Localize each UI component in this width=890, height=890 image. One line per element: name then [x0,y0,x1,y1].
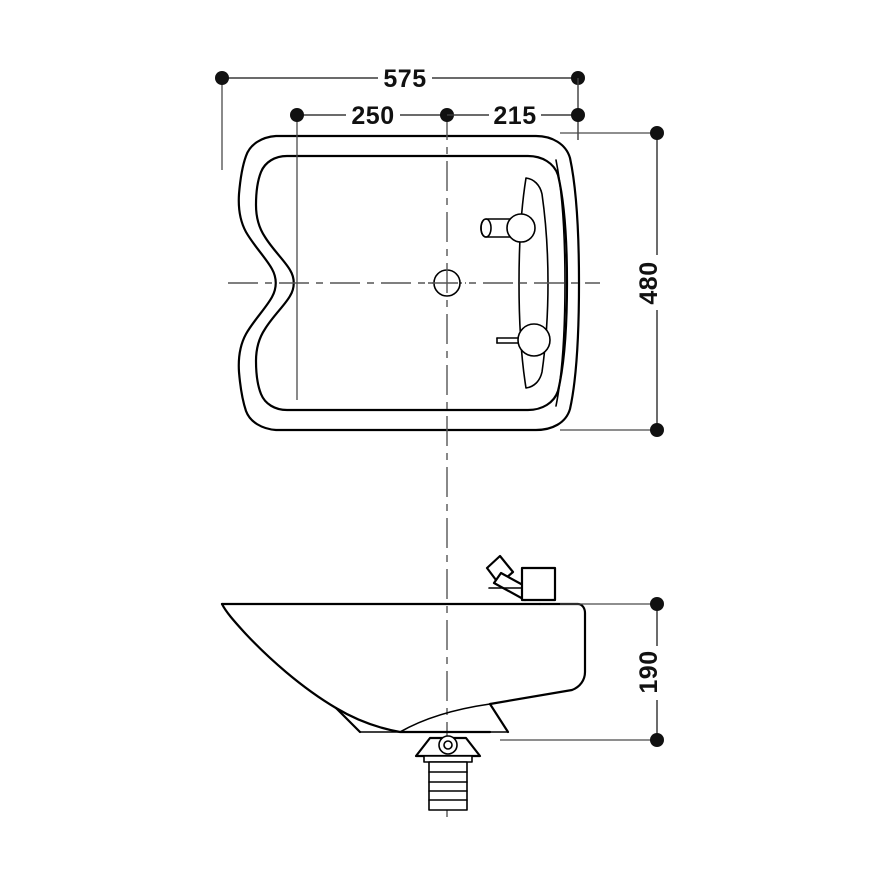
dim-dot-190-bottom [650,733,664,747]
lever-tap-handle [480,213,536,243]
dim-label-575: 575 [383,65,426,93]
dim-label-215: 215 [493,102,536,130]
dimension-250: 250 [290,102,454,400]
dimension-575: 575 [215,65,585,170]
dim-label-250: 250 [351,102,394,130]
elevation-underside-facet-right [488,702,510,734]
dim-dot-575-left [215,71,229,85]
elevation-bowl-fold-line [399,703,491,733]
dimension-190: 190 [500,597,664,747]
tap-mixer-assembly [485,554,557,602]
dim-dot-250-left [290,108,304,122]
dim-label-480: 480 [635,261,663,304]
waste-outlet-fitting [414,735,482,811]
basin-outer-rim [237,134,581,432]
dim-dot-215-right [571,108,585,122]
dim-dot-480-top [650,126,664,140]
dimension-480: 480 [560,126,664,437]
elevation-underside-facet-left [334,706,362,734]
dim-dot-480-bottom [650,423,664,437]
rim-reflection-curve [555,159,566,407]
dim-label-190: 190 [635,650,663,693]
plan-view [228,134,600,432]
dim-dot-190-top [650,597,664,611]
lower-tap-hole [496,323,551,357]
dimension-215: 215 [447,78,585,140]
tap-deck-outline [518,177,549,389]
elevation-view [220,554,587,811]
elevation-right-wall [488,602,587,706]
elevation-body-profile [220,602,492,734]
